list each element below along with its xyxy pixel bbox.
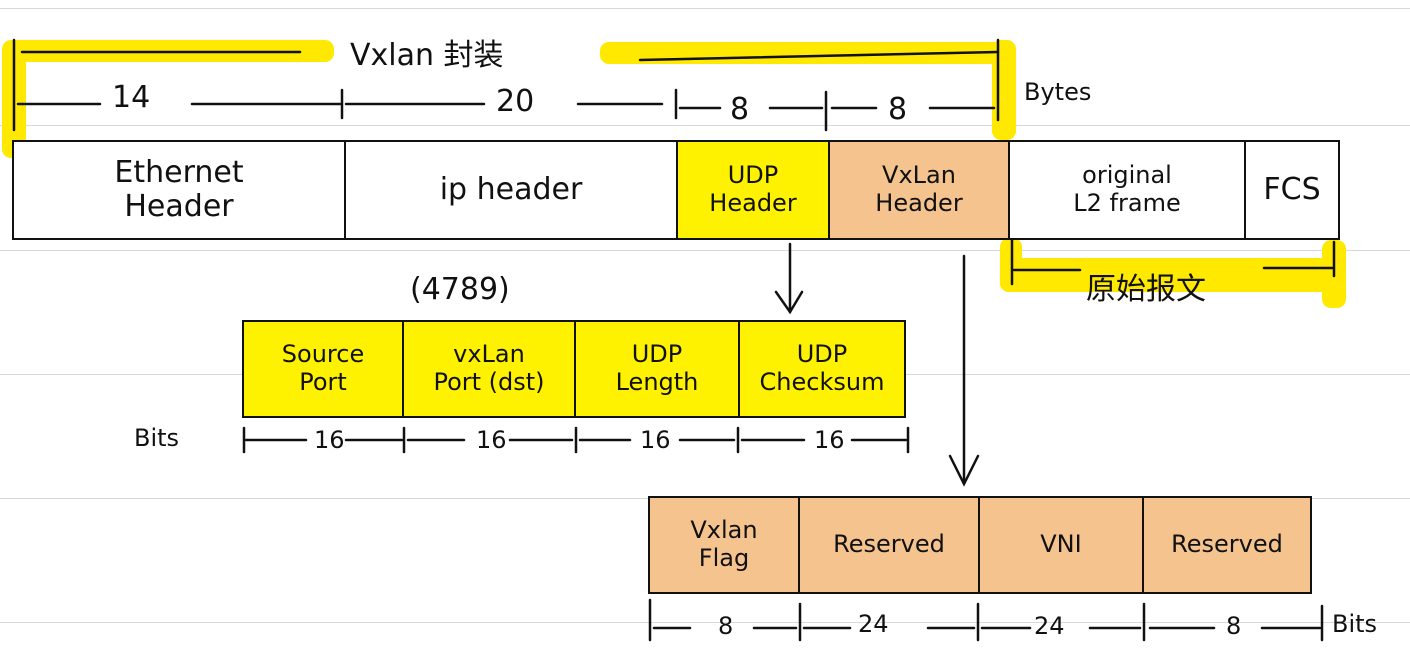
- original-label: 原始报文: [1086, 272, 1206, 307]
- encap-label: Vxlan 封装: [350, 38, 504, 73]
- udp-field-source-port: Source Port: [242, 320, 404, 418]
- field-line: UDP: [796, 340, 848, 369]
- field-line: Flag: [698, 544, 750, 572]
- vxlan-size-reserved-1: 24: [858, 610, 889, 638]
- field-line: L2 frame: [1073, 189, 1181, 217]
- size-ethernet: 14: [112, 80, 151, 115]
- udp-arrow-head: [774, 290, 804, 315]
- vxlan-field-reserved-2: Reserved: [1142, 496, 1312, 594]
- ruled-line: [0, 125, 1410, 126]
- ruled-line: [0, 8, 1410, 9]
- field-line: Port: [299, 368, 347, 396]
- field-udp-header: UDP Header: [676, 140, 830, 240]
- field-line: UDP: [631, 340, 683, 369]
- field-line: Header: [709, 189, 797, 217]
- field-line: ip header: [439, 171, 583, 207]
- field-line: Header: [875, 189, 963, 217]
- size-ip: 20: [496, 84, 535, 119]
- field-vxlan-header: VxLan Header: [828, 140, 1010, 240]
- field-line: UDP: [727, 161, 779, 190]
- vxlan-port-note: (4789): [410, 272, 510, 307]
- vxlan-size-reserved-2: 8: [1226, 612, 1242, 640]
- field-line: Reserved: [1171, 530, 1283, 559]
- field-line: vxLan: [453, 340, 525, 369]
- udp-bits-unit-label: Bits: [134, 424, 180, 452]
- field-line: VxLan: [882, 161, 956, 190]
- bytes-unit-label: Bytes: [1024, 78, 1092, 106]
- udp-field-checksum: UDP Checksum: [738, 320, 906, 418]
- field-line: Checksum: [759, 368, 885, 396]
- field-line: Vxlan: [690, 516, 758, 545]
- vxlan-size-vni: 24: [1034, 612, 1065, 640]
- field-line: VNI: [1040, 530, 1082, 559]
- field-original-frame: original L2 frame: [1008, 140, 1246, 240]
- field-fcs: FCS: [1244, 140, 1340, 240]
- vxlan-bits-unit-label: Bits: [1332, 610, 1378, 638]
- encap-highlight-rightbar: [992, 40, 1016, 140]
- udp-size-port: 16: [476, 426, 507, 454]
- original-highlight: [1000, 258, 1340, 292]
- size-udp: 8: [730, 92, 750, 127]
- field-line: original: [1082, 161, 1172, 190]
- field-line: Length: [615, 368, 699, 396]
- udp-field-length: UDP Length: [574, 320, 740, 418]
- vxlan-arrow-head: [948, 454, 980, 487]
- field-line: FCS: [1263, 171, 1321, 207]
- ruled-line: [0, 250, 1410, 251]
- field-line: Source: [281, 340, 365, 369]
- ruled-line: [0, 622, 1410, 623]
- udp-field-vxlan-port: vxLan Port (dst): [402, 320, 576, 418]
- vxlan-field-reserved-1: Reserved: [798, 496, 980, 594]
- field-line: Reserved: [833, 530, 945, 559]
- udp-size-source: 16: [314, 426, 345, 454]
- size-vxlan: 8: [888, 92, 908, 127]
- udp-size-checksum: 16: [814, 426, 845, 454]
- field-line: Ethernet: [114, 154, 244, 190]
- vxlan-size-flag: 8: [718, 612, 734, 640]
- vxlan-field-vni: VNI: [978, 496, 1144, 594]
- field-line: Header: [124, 189, 234, 224]
- udp-size-length: 16: [640, 426, 671, 454]
- vxlan-field-flag: Vxlan Flag: [648, 496, 800, 594]
- field-ip-header: ip header: [344, 140, 678, 240]
- field-line: Port (dst): [433, 368, 545, 396]
- encap-span-right: [638, 50, 1000, 62]
